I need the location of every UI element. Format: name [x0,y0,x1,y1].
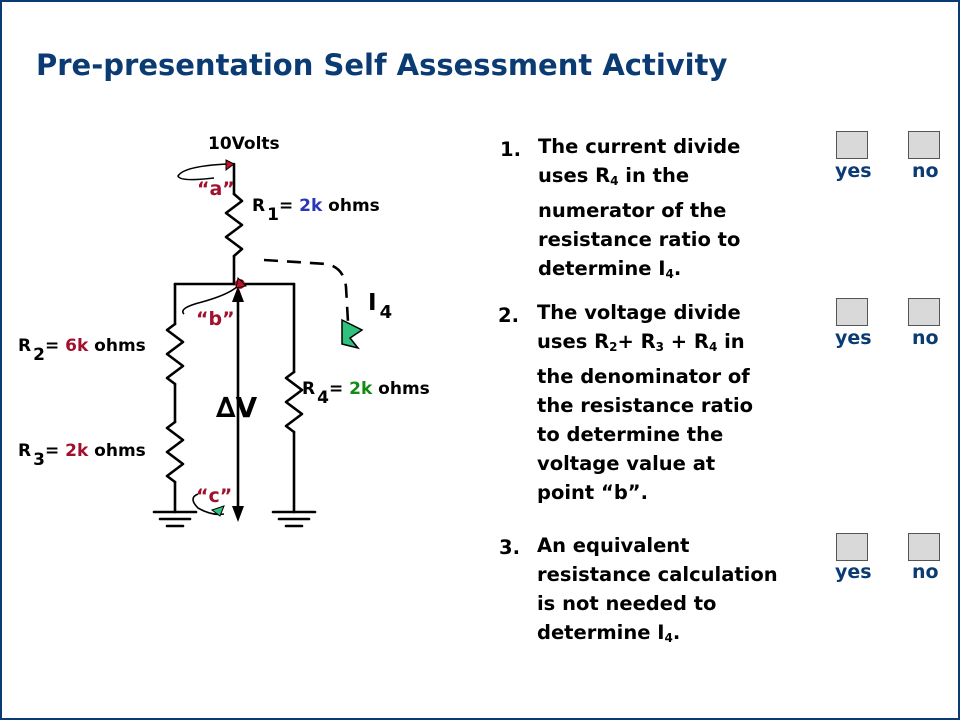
point-c-arrow-icon [192,493,225,516]
delta-v-label: ∆V [216,391,258,424]
question-1-no-checkbox[interactable] [908,131,940,159]
question-3-yes-label: yes [835,561,872,583]
point-a-label: “a” [197,178,235,200]
resistor-r2-symbol [165,322,185,386]
question-3-text: An equivalent resistance calculation is … [537,534,778,645]
question-2-no-label: no [912,327,939,349]
point-b-label: “b” [196,308,235,330]
question-2-text: The voltage divide uses R2+ R3 + R4 in t… [537,301,754,504]
i4-dashed-path [263,258,350,323]
question-2-yes-label: yes [835,327,872,349]
question-3-no-label: no [912,561,939,583]
question-1-yes-label: yes [835,160,872,182]
question-2-yes-checkbox[interactable] [836,298,868,326]
source-voltage-label: 10Volts [208,134,280,154]
question-3-no-checkbox[interactable] [908,533,940,561]
question-1-number: 1. [500,138,521,161]
question-3-number: 3. [499,536,520,559]
point-c-label: “c” [196,485,233,507]
ground-left-icon [152,510,198,528]
question-1-yes-checkbox[interactable] [836,131,868,159]
ground-right-icon [271,510,317,528]
question-2-no-checkbox[interactable] [908,298,940,326]
question-2-number: 2. [498,304,519,327]
delta-v-arrowhead-up [232,286,244,302]
point-a-arrow-icon [177,163,229,181]
resistor-r1-symbol [224,192,244,258]
question-3-yes-checkbox[interactable] [836,533,868,561]
question-1-text: The current divide uses R4 in the numera… [538,135,741,281]
delta-v-arrowhead-down [232,506,244,522]
slide-title: Pre-presentation Self Assessment Activit… [36,48,728,82]
resistor-r3-symbol [165,420,185,484]
question-1-no-label: no [912,160,939,182]
resistor-r4-symbol [284,370,304,434]
i4-arrow-icon [341,318,364,350]
